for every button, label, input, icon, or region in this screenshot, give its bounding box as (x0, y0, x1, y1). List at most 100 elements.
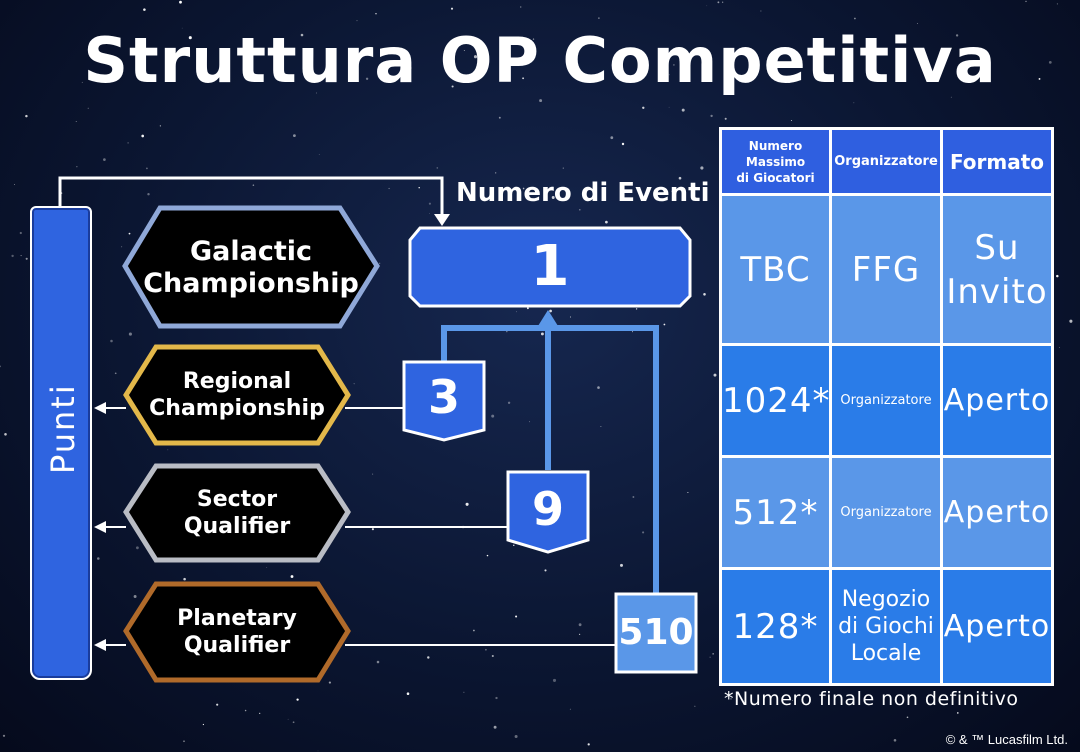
organizer-line: Negozio (841, 587, 931, 612)
star (406, 692, 410, 695)
star (181, 27, 183, 29)
star (551, 196, 555, 199)
star (522, 77, 525, 80)
star (710, 114, 713, 118)
count-badge-planetary (614, 592, 698, 674)
star (1056, 274, 1059, 278)
star (188, 36, 192, 40)
star (529, 421, 531, 423)
star (569, 316, 571, 318)
count-regional: 3 (427, 370, 460, 424)
star (376, 660, 380, 664)
star (292, 721, 295, 724)
star (143, 8, 146, 11)
star (950, 96, 952, 98)
star (957, 712, 959, 714)
star (678, 176, 682, 180)
star (19, 231, 22, 235)
star (668, 106, 670, 108)
regional-championship-frame (123, 344, 351, 446)
event-name-line: Regional (182, 369, 292, 394)
star (266, 566, 268, 568)
star (687, 491, 689, 494)
star (356, 20, 358, 22)
star (635, 308, 638, 310)
star (532, 38, 535, 40)
star (549, 309, 552, 313)
header-format: Formato (940, 127, 1054, 196)
star (663, 323, 666, 326)
cell-format: Aperto (940, 567, 1054, 686)
arrow-left-icon (94, 639, 106, 651)
star (75, 120, 77, 122)
star (1038, 77, 1041, 80)
star (463, 691, 465, 693)
event-name-line: Sector (196, 487, 278, 512)
star (694, 705, 696, 707)
star (20, 255, 22, 257)
star (293, 134, 296, 138)
star (730, 698, 732, 700)
star (463, 50, 465, 51)
star (216, 703, 219, 706)
star (724, 117, 727, 120)
sector-qualifier-frame (123, 463, 351, 563)
star (552, 678, 557, 682)
format-line: Invito (946, 271, 1048, 312)
star (486, 554, 489, 557)
planetary-qualifier-label: Planetary Qualifier (126, 605, 348, 659)
header-line: Massimo (745, 154, 806, 169)
star (296, 698, 299, 701)
star (465, 502, 469, 506)
galactic-championship-label: Galactic Championship (126, 236, 376, 300)
star (790, 120, 792, 121)
count-planetary: 510 (618, 612, 694, 653)
cell-format: Aperto (940, 343, 1054, 458)
star (578, 623, 582, 627)
arrow-up-icon (538, 310, 558, 326)
header-organizer: Organizzatore (829, 127, 943, 196)
event-name-line: Planetary (177, 606, 297, 631)
organizer-line: di Giochi (838, 614, 934, 639)
star (673, 64, 675, 66)
star (906, 716, 909, 719)
star (81, 81, 83, 83)
star (507, 401, 511, 404)
star (167, 449, 169, 451)
star (569, 708, 571, 710)
star (540, 332, 544, 336)
event-name-line: Championship (149, 396, 325, 421)
cell-organizer: Organizzatore (829, 343, 943, 458)
star (353, 383, 355, 385)
star (706, 5, 708, 7)
star (853, 17, 856, 20)
star (300, 33, 304, 37)
footnote: *Numero finale non definitivo (724, 688, 1019, 710)
star (498, 116, 501, 119)
star (642, 106, 645, 109)
count-sector: 9 (531, 482, 564, 536)
copyright-notice: © & ™ Lucasfilm Ltd. (945, 732, 1068, 747)
star (514, 735, 518, 738)
star (713, 373, 717, 377)
star (0, 365, 1, 368)
star (681, 108, 685, 112)
table-row: TBC FFG Su Invito (719, 193, 1054, 346)
star (792, 700, 793, 701)
star (244, 709, 247, 712)
star (318, 154, 320, 155)
star (76, 166, 78, 168)
star (473, 629, 475, 632)
points-label: Punti (44, 383, 82, 474)
star (128, 332, 132, 336)
cell-organizer: Negozio di Giochi Locale (829, 567, 943, 686)
table-header-row: Numero Massimo di Giocatori Organizzator… (719, 127, 1054, 196)
star (2, 734, 6, 737)
cell-players: 128* (719, 567, 832, 686)
star (128, 232, 131, 235)
count-badge-regional (402, 360, 486, 442)
star (259, 712, 261, 715)
star (632, 331, 634, 333)
cell-organizer: Organizzatore (829, 455, 943, 570)
